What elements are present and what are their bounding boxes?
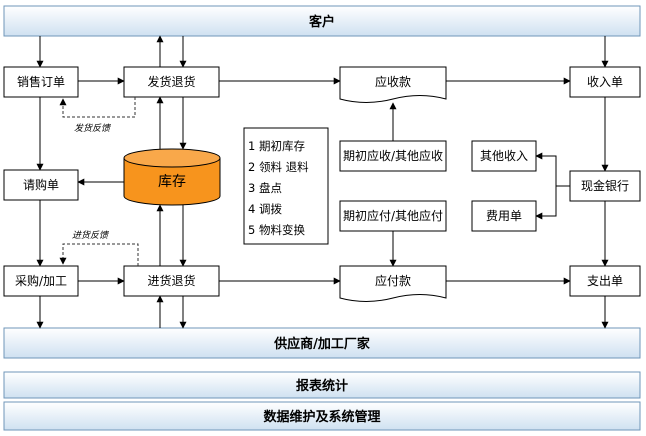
receive-return-label: 进货退货 bbox=[147, 273, 195, 288]
purchase-process-box: 采购/加工 bbox=[3, 265, 79, 297]
supplier-bar-label: 供应商/加工厂家 bbox=[273, 336, 371, 352]
initial-payable-box: 期初应付/其他应付 bbox=[339, 200, 447, 232]
customer-bar-label: 客户 bbox=[309, 14, 335, 30]
arrow-cash-to-other-income bbox=[535, 152, 570, 187]
purchase-request-box: 请购单 bbox=[3, 169, 79, 201]
report-bar-label: 报表统计 bbox=[296, 378, 348, 394]
initial-receivable-box: 期初应收/其他应收 bbox=[339, 140, 447, 172]
receivable-doc: 应收款 bbox=[339, 66, 447, 103]
cash-bank-label: 现金银行 bbox=[581, 178, 629, 193]
initial-payable-label: 期初应付/其他应付 bbox=[343, 208, 443, 223]
supplier-bar: 供应商/加工厂家 bbox=[3, 327, 641, 359]
maintenance-bar-label: 数据维护及系统管理 bbox=[263, 409, 380, 425]
ship-return-box: 发货退货 bbox=[123, 66, 220, 98]
sales-order-label: 销售订单 bbox=[17, 74, 65, 89]
connectors bbox=[36, 35, 609, 329]
payable-label: 应付款 bbox=[375, 273, 411, 288]
sales-order-box: 销售订单 bbox=[3, 66, 79, 98]
expense-slip-box: 费用单 bbox=[471, 200, 537, 232]
report-bar: 报表统计 bbox=[3, 371, 641, 399]
income-slip-box: 收入单 bbox=[569, 66, 641, 98]
inventory-label: 库存 bbox=[158, 174, 186, 190]
customer-bar: 客户 bbox=[3, 5, 641, 37]
receive-feedback-line bbox=[59, 243, 139, 266]
maintenance-bar: 数据维护及系统管理 bbox=[3, 401, 641, 431]
expense-slip-label: 费用单 bbox=[486, 209, 522, 223]
inventory-op-item: 2 领料 退料 bbox=[248, 160, 309, 174]
purchase-request-label: 请购单 bbox=[23, 177, 59, 192]
purchase-process-label: 采购/加工 bbox=[15, 273, 67, 288]
other-income-label: 其他收入 bbox=[480, 149, 528, 163]
inventory-op-item: 3 盘点 bbox=[248, 181, 282, 195]
inventory-op-item: 4 调拨 bbox=[248, 202, 282, 216]
arrow-cash-to-expense bbox=[535, 186, 557, 220]
income-slip-label: 收入单 bbox=[587, 75, 623, 89]
ship-feedback-note: 发货反馈 bbox=[74, 123, 111, 134]
receivable-label: 应收款 bbox=[375, 74, 411, 89]
initial-receivable-label: 期初应收/其他应收 bbox=[343, 148, 443, 163]
receive-return-box: 进货退货 bbox=[123, 265, 220, 297]
payment-slip-label: 支出单 bbox=[587, 274, 623, 288]
inventory-op-item: 1 期初库存 bbox=[248, 139, 305, 153]
ship-feedback-line bbox=[59, 97, 136, 118]
receive-feedback-note: 进货反馈 bbox=[72, 230, 109, 241]
ship-return-label: 发货退货 bbox=[147, 74, 195, 89]
payment-slip-box: 支出单 bbox=[569, 265, 641, 297]
payable-doc: 应付款 bbox=[339, 265, 447, 302]
inventory-ops-box: 1 期初库存 2 领料 退料 3 盘点 4 调拨 5 物料变换 bbox=[243, 127, 329, 245]
cash-bank-box: 现金银行 bbox=[569, 170, 641, 202]
inventory-op-item: 5 物料变换 bbox=[248, 223, 305, 237]
other-income-box: 其他收入 bbox=[471, 140, 537, 172]
inventory-cylinder: 库存 bbox=[123, 148, 221, 206]
